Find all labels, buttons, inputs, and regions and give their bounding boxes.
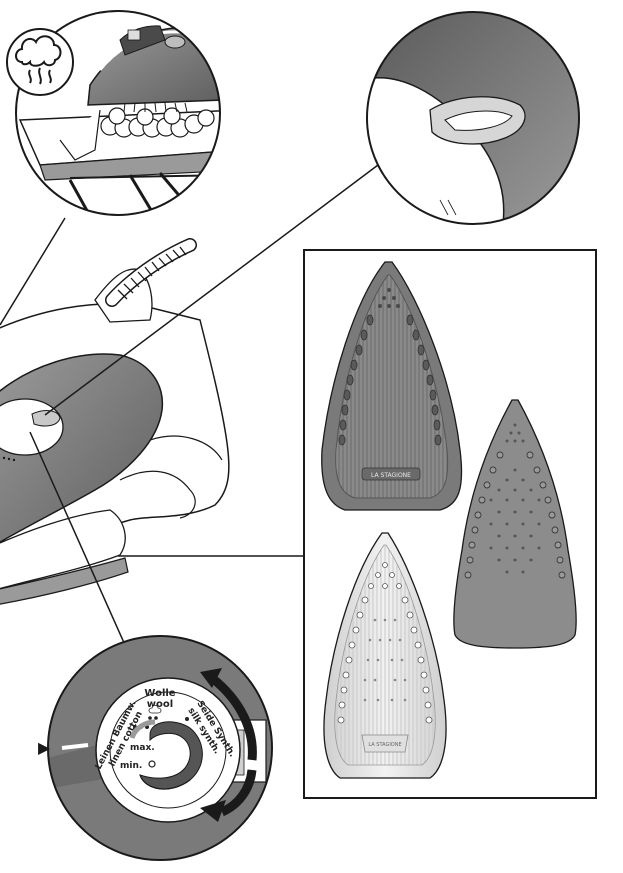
soleplate-3-brand: LA STAGIONE bbox=[368, 742, 401, 748]
dial-label-wool-de: Wolle bbox=[144, 688, 175, 699]
dial-label-max: max. bbox=[130, 743, 155, 753]
indicator-arrow-icon: ▶ bbox=[38, 738, 51, 757]
soleplate-1-brand: LA STAGIONE bbox=[371, 472, 411, 479]
soleplate-panel: LA STAGIONE bbox=[304, 250, 596, 798]
temperature-dial-circle: Wolle wool Seide Synth. silk synth. Lein… bbox=[40, 636, 272, 860]
steam-detail-circle bbox=[7, 11, 240, 225]
steam-cloud-icon bbox=[7, 29, 73, 95]
knob-detail-circle bbox=[360, 12, 579, 240]
dial-label-min: min. bbox=[120, 761, 142, 771]
iron-body bbox=[0, 245, 229, 605]
